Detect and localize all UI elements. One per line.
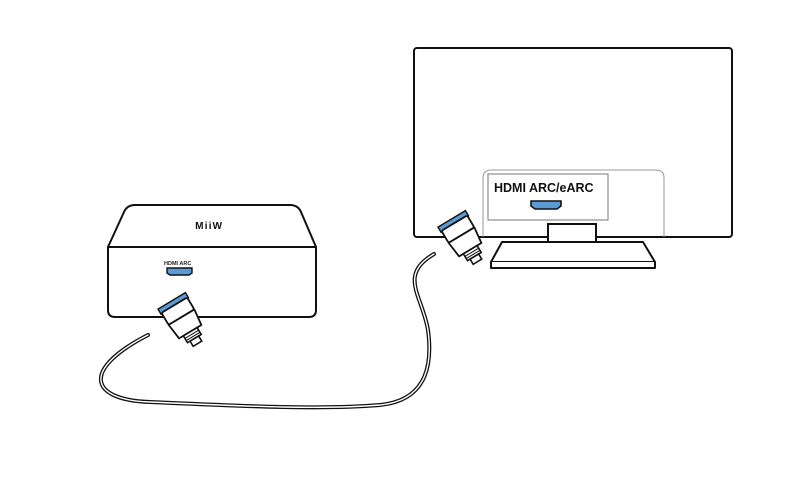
hdmi-plug-tv bbox=[437, 209, 483, 266]
wiim-device-top bbox=[107, 204, 317, 248]
wiim-logo: WiiM bbox=[194, 221, 222, 232]
hdmi-cable bbox=[98, 209, 483, 410]
wiim-hdmi-port-icon bbox=[166, 267, 193, 276]
television: HDMI ARC/eARC bbox=[413, 47, 733, 269]
tv-port-label-box bbox=[487, 173, 609, 221]
tv-port-label: HDMI ARC/eARC bbox=[494, 181, 594, 195]
tv-hdmi-port-icon bbox=[530, 200, 562, 210]
hdmi-cable-wire-inner bbox=[100, 253, 435, 409]
wiim-port-label: HDMI ARC bbox=[164, 261, 191, 267]
wiim-device-front bbox=[107, 246, 317, 318]
tv-port-panel bbox=[482, 169, 665, 237]
tv-stand-base bbox=[490, 241, 656, 269]
wiim-device: WiiM HDMI ARC bbox=[107, 204, 317, 318]
hdmi-plug-device bbox=[157, 291, 203, 348]
